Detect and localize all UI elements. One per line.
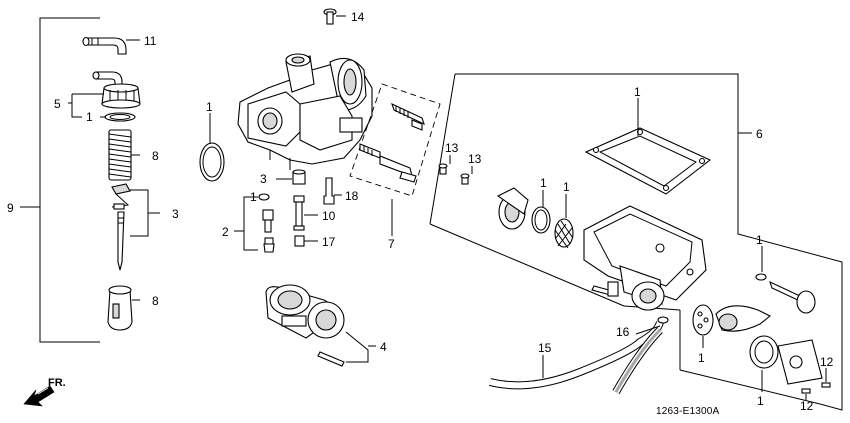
callout-5: 5 [54, 97, 61, 111]
callout-13-b: 13 [468, 152, 482, 166]
elbow-fitting-11 [82, 36, 140, 55]
jet-17 [294, 235, 305, 247]
cover-plate [777, 339, 823, 385]
callout-15: 15 [538, 341, 552, 355]
spring-8 [108, 129, 140, 181]
callout-6: 6 [756, 127, 763, 141]
screws-13 [438, 155, 473, 185]
callout-16: 16 [616, 325, 630, 339]
pilot-jet-18 [323, 177, 335, 205]
cover-gasket [749, 335, 779, 369]
callout-1-drain: 1 [756, 233, 763, 247]
callout-14: 14 [351, 10, 365, 24]
callout-1-filter: 1 [563, 180, 570, 194]
callout-1-float-ring: 1 [540, 176, 547, 190]
carburetor-body [237, 53, 373, 170]
callout-3-mid: 3 [260, 172, 267, 186]
callout-9: 9 [7, 201, 14, 215]
top-cap-5 [92, 71, 141, 109]
screw-kit-box-7 [349, 83, 441, 236]
tube-clip-16 [657, 316, 669, 324]
callout-12-a: 12 [820, 355, 834, 369]
drain-tube-15 [489, 320, 664, 394]
callout-8-valve: 8 [152, 294, 159, 308]
front-label: FR. [48, 377, 66, 389]
bracket-group-9 [20, 17, 100, 343]
callout-1-gasket: 1 [634, 85, 641, 99]
needle-clip [111, 183, 131, 210]
drain-screw [755, 273, 816, 314]
callout-11: 11 [144, 34, 157, 48]
callout-10: 10 [322, 209, 336, 223]
callout-7: 7 [388, 237, 395, 251]
screen-filter [554, 218, 574, 249]
front-direction-arrow [23, 385, 55, 407]
slow-jet [262, 209, 274, 233]
callout-1-oring: 1 [206, 100, 213, 114]
callout-18: 18 [345, 189, 359, 203]
callout-1-washer: 1 [86, 110, 93, 124]
insulator-4 [265, 284, 345, 367]
callout-13-a: 13 [445, 141, 459, 155]
bowl-gasket [584, 127, 712, 195]
jet-washer [258, 193, 270, 201]
float-ring [496, 187, 529, 230]
callout-1-lower-right: 1 [757, 394, 764, 408]
callout-8-spring: 8 [152, 149, 159, 163]
accelerator-cover [715, 305, 772, 332]
callout-2: 2 [222, 225, 229, 239]
o-ring-left [199, 142, 225, 182]
callout-1-diaphragm: 1 [698, 351, 705, 365]
jet-needle [117, 211, 125, 271]
nozzle-3 [292, 169, 306, 185]
callout-4: 4 [380, 340, 387, 354]
callout-12-b: 12 [800, 399, 814, 413]
float-bowl [583, 205, 707, 311]
diaphragm [692, 304, 714, 336]
washer-ring-inner [109, 114, 131, 120]
callout-3-left: 3 [172, 207, 179, 221]
needle-jet-10 [293, 195, 305, 231]
screws-12 [801, 382, 831, 394]
callout-17: 17 [322, 235, 336, 249]
screw-14 [323, 8, 346, 25]
main-jet [263, 237, 275, 253]
callout-1-jet: 1 [250, 190, 257, 204]
diagram-code: 1263-E1300A [656, 406, 719, 417]
throttle-valve-8 [107, 285, 140, 331]
